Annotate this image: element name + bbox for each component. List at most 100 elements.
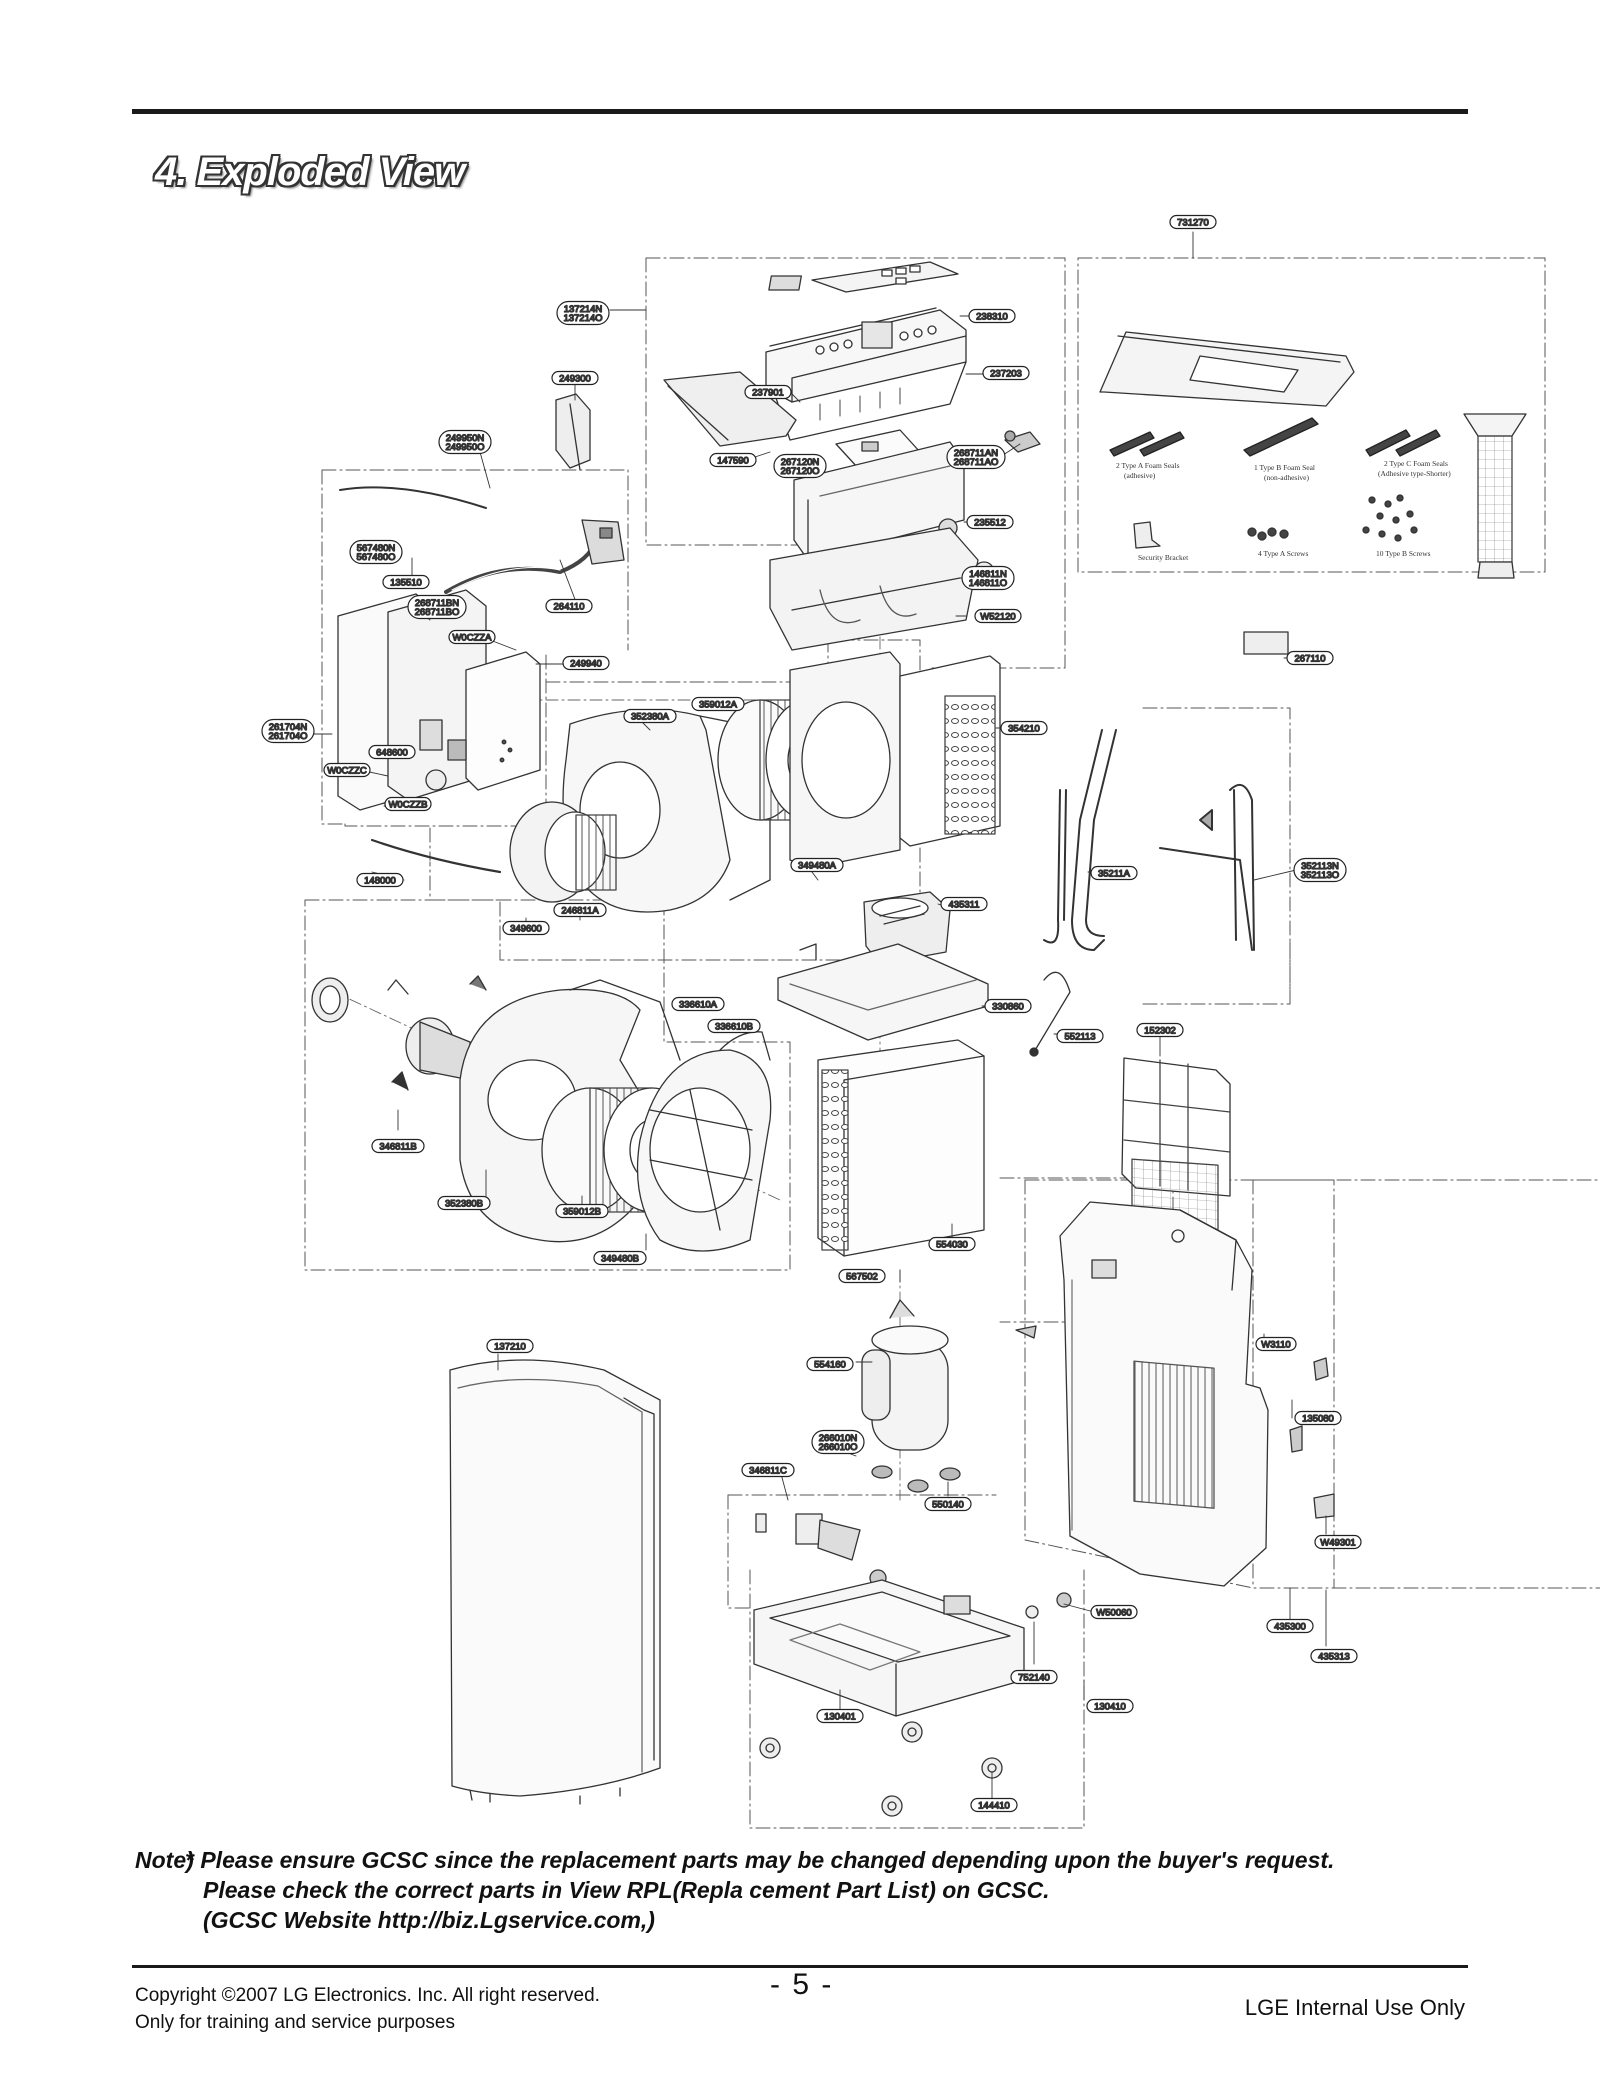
callout-346811B: 346811B: [371, 1138, 425, 1154]
base-pan: [753, 1579, 1072, 1717]
display-pcb: [835, 429, 1041, 469]
callout-W0CZZC: W0CZZC: [323, 762, 371, 778]
callout-330860: 330860: [984, 998, 1032, 1014]
svg-text:346811B: 346811B: [379, 1141, 416, 1152]
svg-text:152302: 152302: [1144, 1025, 1176, 1036]
svg-text:237203: 237203: [990, 368, 1022, 379]
callout-W49301: W49301: [1314, 1534, 1362, 1550]
svg-text:268711BO: 268711BO: [415, 607, 460, 618]
exhaust-hose: [1463, 413, 1527, 579]
front-cabinet: [449, 1359, 661, 1805]
note-line-2: Please check the correct parts in View R…: [203, 1877, 1050, 1903]
svg-text:W3110: W3110: [1261, 1339, 1290, 1350]
control-panel-assembly: [765, 261, 967, 441]
footer-copyright-block: Copyright ©2007 LG Electronics. Inc. All…: [135, 1982, 600, 2036]
svg-text:W0CZZA: W0CZZA: [452, 632, 492, 643]
top-rule: [132, 109, 1468, 114]
svg-text:237901: 237901: [752, 387, 784, 398]
footer-training: Only for training and service purposes: [135, 2012, 455, 2033]
svg-text:137214O: 137214O: [563, 313, 602, 324]
svg-text:336610B: 336610B: [715, 1021, 753, 1032]
note-label: Note): [135, 1847, 194, 1873]
callout-336610A: 336610A: [671, 996, 725, 1012]
svg-text:346811C: 346811C: [749, 1465, 787, 1476]
control-box: [337, 589, 541, 811]
svg-text:235512: 235512: [974, 517, 1006, 528]
svg-text:249950N: 249950N: [446, 433, 485, 444]
remote-control: [1243, 631, 1289, 655]
callout-249940: 249940: [562, 655, 610, 671]
callout-554030: 554030: [928, 1236, 976, 1252]
svg-text:359012B: 359012B: [563, 1206, 601, 1217]
callout-346811C: 346811C: [741, 1462, 795, 1478]
label-bracket: Security Bracket: [1138, 553, 1189, 562]
svg-text:352380A: 352380A: [631, 711, 670, 722]
callout-135510: 135510: [382, 574, 430, 590]
label-foam-b-sub: (non-adhesive): [1264, 473, 1309, 482]
callout-152302: 152302: [1136, 1022, 1184, 1038]
window-kit: [1099, 331, 1527, 655]
svg-text:137214N: 137214N: [564, 304, 603, 315]
svg-text:435313: 435313: [1318, 1651, 1350, 1662]
svg-text:268711AO: 268711AO: [954, 457, 999, 468]
callout-235512: 235512: [966, 514, 1014, 530]
condenser-coil: [817, 1039, 985, 1257]
svg-text:267120N: 267120N: [781, 457, 820, 468]
svg-text:567480O: 567480O: [356, 552, 395, 563]
callout-130410: 130410: [1086, 1698, 1134, 1714]
svg-text:267120O: 267120O: [780, 466, 819, 477]
svg-text:336610A: 336610A: [679, 999, 718, 1010]
svg-text:148000: 148000: [364, 875, 396, 886]
callout-W50060: W50060: [1090, 1604, 1138, 1620]
svg-text:146811O: 146811O: [969, 578, 1007, 589]
callout-W52120: W52120: [974, 608, 1022, 624]
svg-text:435311: 435311: [949, 899, 980, 910]
svg-text:567480N: 567480N: [357, 543, 396, 554]
callout-354210: 354210: [1000, 720, 1048, 736]
svg-text:246811A: 246811A: [561, 905, 599, 916]
callout-349480A: 349480A: [790, 857, 844, 873]
callout-552113: 552113: [1056, 1028, 1104, 1044]
page-number: - 5 -: [770, 1968, 834, 2001]
compressor: [861, 1299, 961, 1493]
callout-137210: 137210: [486, 1338, 534, 1354]
note-line-1: * Please ensure GCSC since the replaceme…: [185, 1847, 1335, 1873]
callout-148000: 148000: [356, 872, 404, 888]
svg-text:261704O: 261704O: [268, 731, 307, 742]
callout-246811A: 246811A: [553, 902, 607, 918]
note-lines: * Please ensure GCSC since the replaceme…: [185, 1845, 1334, 1935]
callout-352380A: 352380A: [623, 708, 677, 724]
footer-internal: LGE Internal Use Only: [1244, 1995, 1465, 2020]
callout-W0CZZB: W0CZZB: [384, 796, 432, 812]
svg-text:352113N: 352113N: [1301, 861, 1339, 872]
svg-text:567502: 567502: [846, 1271, 878, 1282]
svg-text:130401: 130401: [824, 1711, 856, 1722]
evaporator-coil: [899, 655, 1001, 847]
callout-336610B: 336610B: [707, 1018, 761, 1034]
callout-144410: 144410: [970, 1797, 1018, 1813]
callout-435313: 435313: [1310, 1648, 1358, 1664]
bottom-rule: [132, 1965, 1468, 1968]
svg-text:552113: 552113: [1065, 1031, 1096, 1042]
svg-text:W49301: W49301: [1320, 1537, 1355, 1548]
svg-text:352380B: 352380B: [445, 1198, 483, 1209]
svg-text:354210: 354210: [1008, 723, 1040, 734]
callout-359012A: 359012A: [691, 696, 745, 712]
svg-text:648600: 648600: [376, 747, 408, 758]
callout-135080: 135080: [1294, 1410, 1342, 1426]
svg-text:261704N: 261704N: [269, 722, 308, 733]
callout-238310: 238310: [968, 308, 1016, 324]
callout-W3110: W3110: [1255, 1336, 1297, 1352]
callout-147590: 147590: [709, 452, 757, 468]
svg-text:238310: 238310: [976, 311, 1008, 322]
power-cord: [339, 486, 625, 594]
svg-text:147590: 147590: [717, 455, 749, 466]
top-tray: [793, 441, 965, 561]
